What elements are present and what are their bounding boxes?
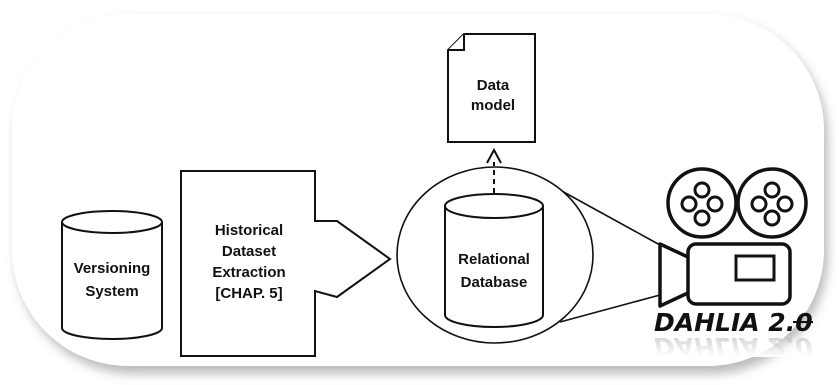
dashed-arrow-to-data-model bbox=[486, 147, 502, 193]
data-model-label-2: model bbox=[471, 97, 515, 114]
extraction-label-2: Dataset bbox=[222, 243, 276, 260]
relational-database-label-2: Database bbox=[461, 274, 528, 291]
extraction-label-1: Historical bbox=[215, 222, 283, 239]
data-model-document: Data model bbox=[447, 33, 536, 143]
brand-logo-text: DAHLIA 2.0 bbox=[654, 308, 813, 337]
zoom-line-top bbox=[559, 189, 661, 246]
versioning-system-label-2: System bbox=[85, 283, 138, 300]
relational-database-cylinder: Relational Database bbox=[444, 193, 544, 328]
extraction-label-3: Extraction bbox=[212, 264, 285, 281]
extraction-label-4: [CHAP. 5] bbox=[215, 285, 282, 302]
versioning-system-cylinder: Versioning System bbox=[61, 210, 163, 340]
data-model-label-1: Data bbox=[477, 77, 510, 94]
zoom-line-bottom bbox=[559, 294, 661, 323]
extraction-arrow-block: Historical Dataset Extraction [CHAP. 5] bbox=[180, 170, 392, 357]
brand-reflection-fade bbox=[650, 335, 820, 357]
relational-database-label-1: Relational bbox=[458, 251, 530, 268]
movie-camera-icon bbox=[658, 167, 808, 308]
versioning-system-label-1: Versioning bbox=[74, 260, 151, 277]
dahlia-brand: DAHLIA 2.0 DAHLIA 2.0 bbox=[650, 308, 820, 361]
